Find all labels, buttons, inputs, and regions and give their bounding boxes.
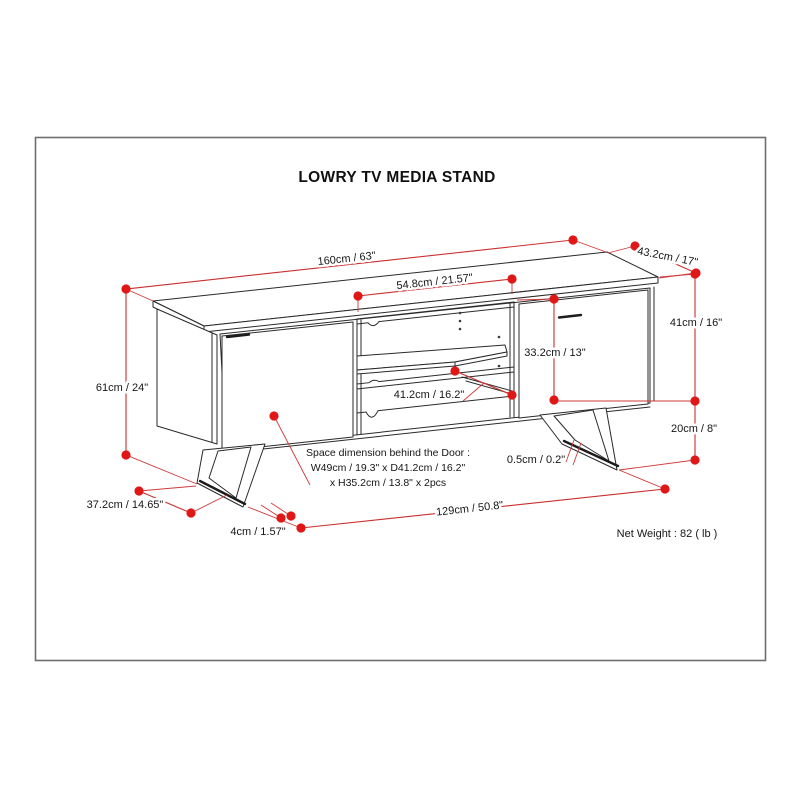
label-base-width: 129cm / 50.8" (435, 499, 503, 518)
extension-line (125, 454, 198, 485)
page-title: LOWRY TV MEDIA STAND (298, 169, 495, 186)
label-leg-height: 20cm / 8" (671, 423, 717, 435)
door-note-leader (273, 415, 311, 486)
tv-stand-drawing (152, 251, 659, 508)
label-panel-thickness: 0.5cm / 0.2" (507, 454, 565, 466)
left-leg-cutout (208, 446, 252, 499)
door-space-note-line3: x H35.2cm / 13.8" x 2pcs (330, 477, 446, 489)
left-leg-foot-bar (198, 479, 247, 506)
dim-line-foot-depth (138, 490, 192, 514)
right-door-handle-groove (557, 313, 583, 319)
panel-thickness-tick (572, 442, 582, 466)
opening-floor-lip (356, 366, 515, 385)
label-shelf-depth: 41.2cm / 16.2" (394, 389, 465, 401)
extension-line (247, 506, 302, 529)
dim-line-top-depth (634, 245, 697, 274)
label-foot-depth: 37.2cm / 14.65" (87, 499, 164, 511)
label-interior-height: 33.2cm / 13" (524, 347, 585, 359)
label-overall-height: 61cm / 24" (96, 382, 148, 394)
extension-line (659, 273, 696, 278)
door-space-note-line2: W49cm / 19.3" x D41.2cm / 16.2" (311, 462, 466, 474)
opening-top-edge (356, 301, 515, 320)
diagram-frame (34, 136, 767, 662)
left-door (221, 321, 354, 452)
dim-line-opening-width (357, 278, 513, 297)
dim-line-shelf-depth (454, 370, 513, 396)
measurement-dots (121, 235, 701, 533)
extension-line (516, 298, 555, 301)
shelf-depth-leader (462, 382, 485, 402)
left-side-panel (156, 308, 218, 445)
extension-line (190, 494, 228, 514)
dim-line-top-width (125, 239, 574, 290)
pin-hole (458, 327, 462, 331)
net-weight-label: Net Weight : 82 ( lb ) (617, 528, 718, 540)
left-door-handle-groove (225, 333, 251, 339)
label-cabinet-height: 41cm / 16" (670, 317, 722, 329)
label-top-width: 160cm / 63" (317, 250, 376, 268)
pin-hole (458, 319, 462, 323)
dim-line-base-width (300, 488, 666, 529)
right-leg-foot-bar (562, 439, 620, 468)
opening-top-inner-with-notch (356, 306, 515, 327)
panel-thickness-tick (565, 439, 575, 463)
extension-line (607, 245, 636, 254)
extension-line (572, 239, 607, 253)
middle-shelf-corner-edge (454, 351, 508, 367)
opening-floor-lip-thickness (356, 371, 515, 390)
right-door (518, 289, 649, 419)
extension-line (125, 288, 154, 302)
extension-line (618, 469, 666, 490)
base-rail-with-cable-notch (356, 395, 515, 418)
pin-hole (458, 311, 462, 315)
extension-line (138, 485, 197, 492)
door-space-note-line1: Space dimension behind the Door : (306, 447, 470, 459)
pin-hole (497, 335, 501, 339)
label-leg-thickness: 4cm / 1.57" (230, 526, 285, 538)
extension-line (618, 459, 696, 471)
pin-hole (497, 364, 501, 368)
label-top-depth: 43.2cm / 17" (636, 245, 699, 269)
dimension-annotations (121, 235, 701, 533)
